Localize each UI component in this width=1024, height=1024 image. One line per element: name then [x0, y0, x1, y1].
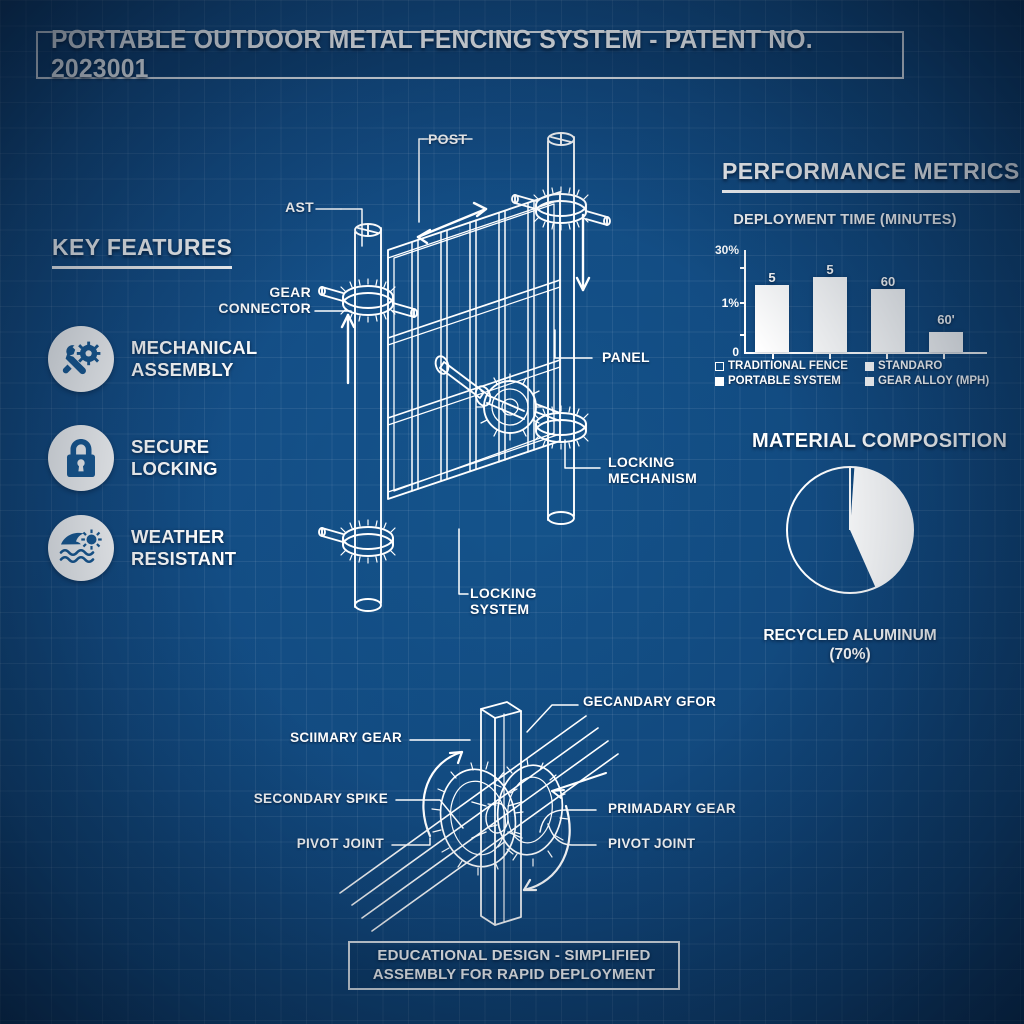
detail-rails: [339, 715, 619, 932]
footer-text: EDUCATIONAL DESIGN - SIMPLIFIED ASSEMBLY…: [372, 946, 656, 983]
label-secondary-spike: SECONDARY SPIKE: [253, 791, 388, 806]
label-secondary-gear-top: GECANDARY GFOR: [583, 694, 717, 709]
label-pivot-joint-right: PIVOT JOINT: [608, 836, 696, 851]
detail-secondary-gear-right: [487, 758, 569, 867]
label-pivot-joint-left: PIVOT JOINT: [296, 836, 384, 851]
footer-banner: EDUCATIONAL DESIGN - SIMPLIFIED ASSEMBLY…: [348, 941, 680, 990]
label-primary-gear-left: SCIIMARY GEAR: [290, 730, 402, 745]
detail-pointer-arrows: [551, 772, 607, 799]
label-primary-gear-right: PRIMADARY GEAR: [608, 801, 736, 816]
